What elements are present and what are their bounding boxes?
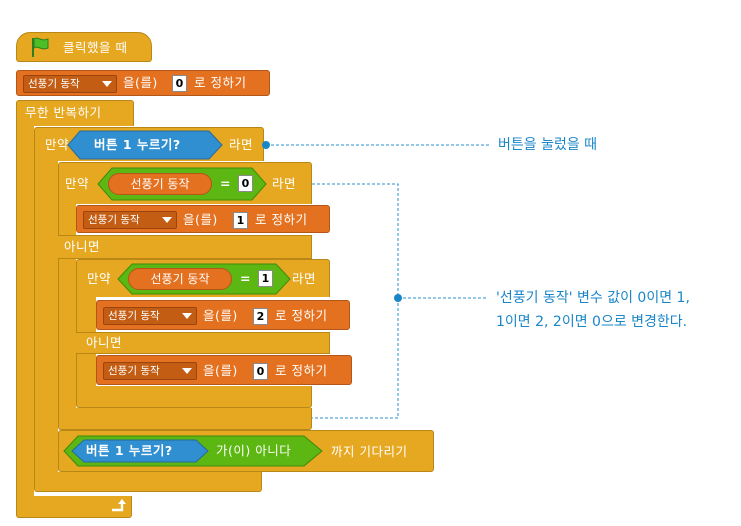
set-variable-block[interactable]: 선풍기 동작 을(를) 0 로 정하기 <box>96 355 352 385</box>
else-label: 아니면 <box>86 335 123 350</box>
value-input[interactable]: 2 <box>253 308 268 325</box>
set-variable-suffix: 로 정하기 <box>275 308 328 323</box>
wait-until-suffix: 까지 기다리기 <box>331 444 408 459</box>
set-variable-suffix: 로 정하기 <box>255 212 308 227</box>
forever-arm <box>16 125 34 497</box>
set-variable-suffix: 로 정하기 <box>275 363 328 378</box>
value-input[interactable]: 1 <box>233 212 248 229</box>
compare-value-input[interactable]: 1 <box>258 270 273 287</box>
set-variable-mid: 을(를) <box>123 75 158 90</box>
if-outer-arm <box>34 160 58 484</box>
if-suffix: 라면 <box>272 176 297 191</box>
value-input[interactable]: 0 <box>253 363 268 380</box>
variable-reporter[interactable]: 선풍기 동작 <box>108 173 212 195</box>
value-input[interactable]: 0 <box>172 75 187 92</box>
else-label: 아니면 <box>64 239 101 254</box>
variable-dropdown-label: 선풍기 동작 <box>108 365 160 377</box>
dropdown-arrow-icon <box>182 313 192 319</box>
set-variable-block[interactable]: 선풍기 동작 을(를) 2 로 정하기 <box>96 300 350 330</box>
forever-block[interactable]: 무한 반복하기 <box>16 100 134 126</box>
not-operator-label: 가(이) 아니다 <box>216 443 292 458</box>
green-flag-icon <box>29 36 51 62</box>
callout-dot-icon <box>394 294 402 302</box>
set-variable-block[interactable]: 선풍기 동작 을(를) 0 로 정하기 <box>16 70 270 96</box>
variable-dropdown[interactable]: 선풍기 동작 <box>23 75 117 93</box>
set-variable-mid: 을(를) <box>203 363 238 378</box>
forever-bottom[interactable] <box>16 496 132 518</box>
equals-operator: = <box>220 176 231 191</box>
annotation-variable-note-1: '선풍기 동작' 변수 값이 0이면 1, <box>496 290 690 306</box>
if-else-bottom <box>58 408 312 430</box>
set-variable-mid: 을(를) <box>203 308 238 323</box>
else-section: 아니면 <box>76 332 330 354</box>
variable-dropdown[interactable]: 선풍기 동작 <box>103 307 197 325</box>
variable-dropdown[interactable]: 선풍기 동작 <box>83 211 177 229</box>
loop-arrow-icon <box>109 498 127 518</box>
if-label: 만약 <box>87 271 112 286</box>
annotation-variable-note-2: 1이면 2, 2이면 0으로 변경한다. <box>496 314 688 330</box>
dropdown-arrow-icon <box>102 81 112 87</box>
variable-dropdown-label: 선풍기 동작 <box>28 78 80 90</box>
sensing-condition-label: 버튼 1 누르기? <box>94 137 181 152</box>
annotation-button-pressed: 버튼을 눌렀을 때 <box>498 137 598 153</box>
set-variable-block[interactable]: 선풍기 동작 을(를) 1 로 정하기 <box>76 205 330 233</box>
when-flag-clicked-block[interactable]: 클릭했을 때 <box>16 32 152 62</box>
if-outer-bottom <box>34 472 262 492</box>
sensing-condition-label: 버튼 1 누르기? <box>86 443 173 458</box>
if-label: 만약 <box>45 137 70 152</box>
dropdown-arrow-icon <box>162 217 172 223</box>
if-label: 만약 <box>65 176 90 191</box>
when-flag-clicked-label: 클릭했을 때 <box>63 40 128 55</box>
variable-dropdown-label: 선풍기 동작 <box>88 214 140 226</box>
else-section: 아니면 <box>58 235 312 259</box>
variable-reporter[interactable]: 선풍기 동작 <box>128 268 232 290</box>
if-else-bottom <box>76 386 312 408</box>
if-suffix: 라면 <box>229 137 254 152</box>
dropdown-arrow-icon <box>182 368 192 374</box>
if-suffix: 라면 <box>292 271 317 286</box>
set-variable-suffix: 로 정하기 <box>194 75 247 90</box>
forever-label: 무한 반복하기 <box>25 105 102 120</box>
variable-dropdown[interactable]: 선풍기 동작 <box>103 362 197 380</box>
set-variable-mid: 을(를) <box>183 212 218 227</box>
variable-dropdown-label: 선풍기 동작 <box>108 310 160 322</box>
equals-operator: = <box>240 271 251 286</box>
compare-value-input[interactable]: 0 <box>238 175 253 192</box>
